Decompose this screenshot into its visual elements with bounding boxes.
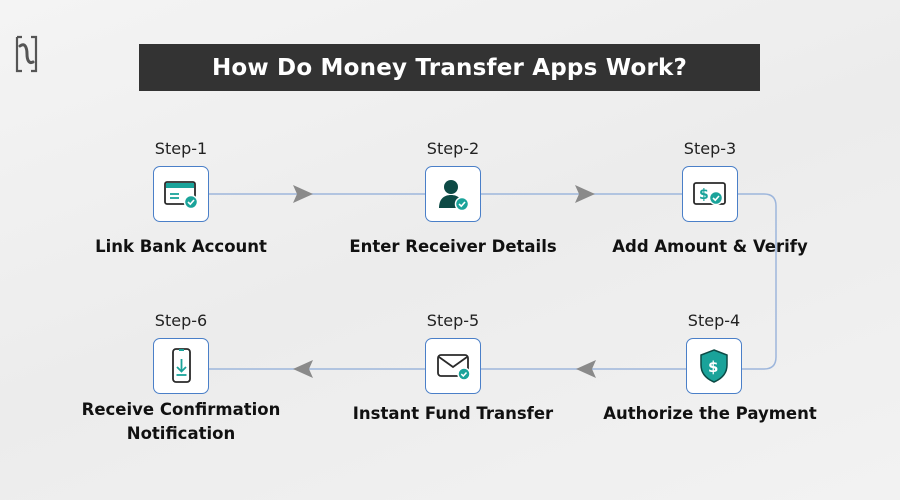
step-1-icon-box — [153, 166, 209, 222]
step-5-label: Step-5 — [426, 311, 480, 330]
svg-text:$: $ — [699, 187, 709, 203]
step-4-caption: Authorize the Payment — [603, 404, 817, 423]
step-6-label: Step-6 — [154, 311, 208, 330]
step-6-caption: Receive Confirmation Notification — [51, 398, 311, 446]
step-1-caption: Link Bank Account — [95, 237, 267, 256]
envelope-check-icon — [437, 354, 471, 381]
step-5-caption: Instant Fund Transfer — [352, 404, 554, 423]
step-5-icon-box — [425, 338, 481, 394]
step-3-caption: Add Amount & Verify — [612, 237, 808, 256]
shield-dollar-icon: $ — [700, 349, 728, 383]
step-6-icon-box — [153, 338, 209, 394]
user-check-icon — [439, 180, 470, 212]
arrow-left-icon — [576, 360, 596, 378]
arrow-right-icon — [575, 185, 595, 203]
step-3-icon-box: $ — [682, 166, 738, 222]
arrow-left-icon — [293, 360, 313, 378]
step-4-icon-box: $ — [686, 338, 742, 394]
step-3-label: Step-3 — [683, 139, 737, 158]
svg-text:$: $ — [708, 358, 718, 376]
dollar-bill-check-icon: $ — [693, 182, 726, 206]
step-6-caption-line2: Notification — [126, 424, 236, 443]
page-title: How Do Money Transfer Apps Work? — [211, 54, 688, 81]
step-2-caption: Enter Receiver Details — [349, 237, 557, 256]
step-1-label: Step-1 — [154, 139, 208, 158]
step-2-icon-box — [425, 166, 481, 222]
phone-download-icon — [172, 348, 191, 383]
step-2-label: Step-2 — [426, 139, 480, 158]
bank-card-check-icon — [164, 181, 199, 210]
brand-logo-icon — [15, 35, 38, 73]
title-banner: How Do Money Transfer Apps Work? — [139, 44, 760, 91]
step-4-label: Step-4 — [687, 311, 741, 330]
step-6-caption-line1: Receive Confirmation — [81, 400, 281, 419]
arrow-right-icon — [293, 185, 313, 203]
